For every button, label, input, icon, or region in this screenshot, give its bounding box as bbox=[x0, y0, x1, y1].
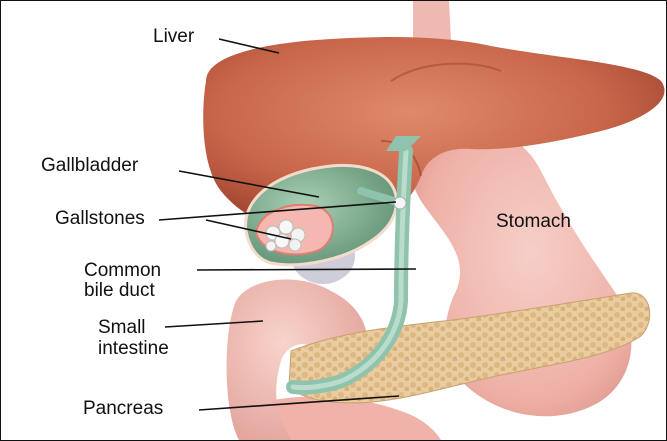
common-bile-duct-pointer bbox=[197, 269, 416, 270]
label-gallstones: Gallstones bbox=[55, 209, 145, 229]
label-small-intestine-line1: Small bbox=[98, 318, 146, 338]
esophagus bbox=[413, 1, 451, 41]
label-common-bile-duct-line1: Common bbox=[84, 261, 161, 281]
label-small-intestine-line2: intestine bbox=[98, 339, 169, 359]
label-stomach: Stomach bbox=[496, 212, 571, 232]
label-liver: Liver bbox=[153, 27, 194, 47]
label-pancreas: Pancreas bbox=[83, 399, 163, 419]
label-gallbladder: Gallbladder bbox=[41, 156, 138, 176]
label-common-bile-duct-line2: bile duct bbox=[84, 281, 155, 301]
